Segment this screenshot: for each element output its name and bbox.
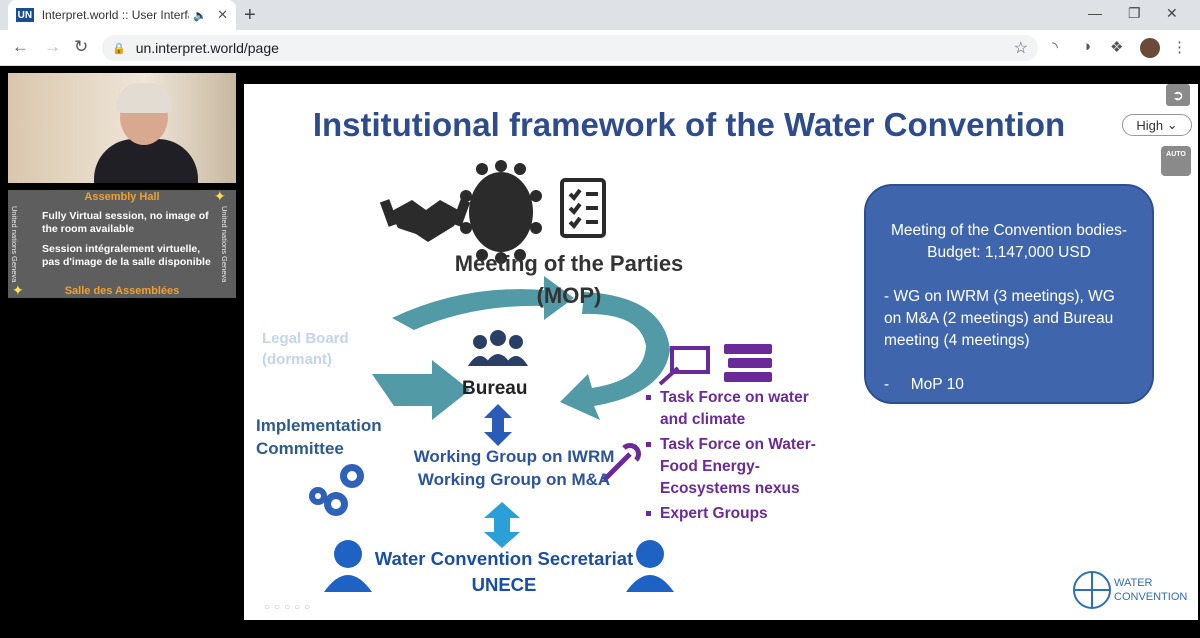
extension-arc-icon[interactable]: ◝ [1052,39,1058,56]
wrench-icon [602,443,641,482]
gears-icon [309,464,364,516]
slide-title: Institutional framework of the Water Con… [312,106,1066,143]
new-tab-button[interactable]: + [244,4,256,26]
wg-line1: Working Group on IWRM [413,447,615,466]
tab-strip: UN Interpret.world :: User Interfa 🔈 ✕ +… [0,0,1200,30]
checklist-icon [560,178,606,238]
budget-line4: - MoP 10 [884,376,964,393]
presentation-board-icon [658,346,710,386]
hall-side-text-left: United nations Geneva [10,205,19,283]
diagram-graphics [309,160,1111,609]
task-force-list: Task Force on water and climate Task For… [644,387,824,528]
teal-arrow-top [392,276,574,330]
water-convention-logo-text: WATER CONVENTION [1114,576,1187,604]
hall-title-fr: Salle des Assemblées [64,285,180,297]
legal-board-label: Legal Board (dormant) [262,328,349,370]
back-button[interactable]: ← [12,37,29,56]
presentation-slide: Institutional framework of the Water Con… [244,84,1198,620]
budget-line1: Meeting of the Convention bodies- [890,222,1128,239]
implementation-committee-label: Implementation Committee [256,414,382,460]
hall-notice-fr: Session intégralement virtuelle, pas d'i… [42,243,211,268]
teal-arrow-left [372,360,470,420]
sparkle-icon: ✦ [214,190,226,204]
quality-value: High [1136,117,1164,133]
browser-toolbar: ← → ↻ 🔒 un.interpret.world/page ☆ ◝ ◑ ❖ … [0,30,1200,66]
impl-line1: Implementation [256,416,382,435]
wg-line2: Working Group on M&A [417,470,611,489]
quality-select[interactable]: High ⌄ [1122,114,1192,136]
blue-double-arrow-upper [484,404,512,446]
mop-label: Meeting of the Parties (MOP) [344,248,794,312]
books-stack-icon [724,344,772,382]
profile-avatar[interactable] [1140,38,1160,58]
handshake-icon [379,199,471,242]
reload-button[interactable]: ↻ [74,37,89,56]
support-agent-icon [324,540,372,592]
meeting-table-icon [460,160,542,264]
legal-line1: Legal Board [262,330,349,347]
forward-button[interactable]: → [44,37,61,56]
address-bar[interactable]: 🔒 un.interpret.world/page ☆ [102,35,1038,61]
impl-line2: Committee [256,439,344,458]
un-favicon-icon: UN [16,8,34,22]
auto-button[interactable]: AUTO [1161,146,1191,176]
sec-line2: UNECE [471,574,537,595]
hall-notice-en: Fully Virtual session, no image of the r… [42,210,209,235]
water-convention-logo-icon [1073,571,1111,609]
restore-button[interactable]: ❐ [1128,5,1141,21]
mop-line2: (MOP) [536,283,602,308]
extensions-puzzle-icon[interactable]: ❖ [1110,39,1124,56]
logo-line2: CONVENTION [1114,591,1188,603]
hall-title-en: Assembly Hall [84,191,160,203]
hall-side-text-right: United nations Geneva [220,205,229,283]
extension-circle-icon[interactable]: ◑ [1082,38,1092,55]
list-item: Expert Groups [644,503,824,525]
support-agent-icon [626,540,674,592]
budget-line3: - WG on IWRM (3 meetings), WG on M&A (2 … [884,288,1115,349]
logo-line1: WATER [1114,577,1153,589]
speaker-body [94,139,198,183]
secretariat-label: Water Convention Secretariat UNECE [354,546,654,598]
sec-line1: Water Convention Secretariat [374,548,634,569]
list-item: Task Force on water and climate [644,387,824,431]
people-group-icon [468,330,528,366]
blue-double-arrow-lower [484,502,520,548]
mop-line1: Meeting of the Parties [454,251,684,276]
budget-box: Meeting of the Convention bodies- Budget… [864,184,1154,404]
lock-icon: 🔒 [112,42,126,55]
speaker-icon[interactable]: 🔈 [193,9,208,22]
bureau-label: Bureau [462,378,528,399]
browser-tab[interactable]: UN Interpret.world :: User Interfa 🔈 ✕ [8,0,236,30]
sparkle-icon: ✦ [12,282,24,298]
budget-line2: Budget: 1,147,000 USD [927,244,1091,261]
speaker-hair [116,83,172,113]
working-groups-label: Working Group on IWRM Working Group on M… [374,445,654,491]
interpreter-video [8,73,236,183]
teal-arrow-right [560,292,670,420]
tab-title: Interpret.world :: User Interfa [41,8,190,22]
list-item: Task Force on Water-Food Energy-Ecosyste… [644,434,824,500]
url-text: un.interpret.world/page [135,40,279,56]
exit-fullscreen-button[interactable]: ➲ [1166,84,1190,106]
hall-notice-panel: United nations Geneva United nations Gen… [8,190,236,298]
menu-dots-icon[interactable]: ⋮ [1172,39,1187,56]
bookmark-star-icon[interactable]: ☆ [1013,40,1028,57]
legal-line2: (dormant) [262,351,332,368]
close-tab-icon[interactable]: ✕ [217,7,228,22]
chevron-down-icon: ⌄ [1166,117,1178,132]
minimize-button[interactable]: — [1088,5,1102,21]
presentation-tools[interactable]: ○○○○○ [264,602,315,613]
close-window-button[interactable]: ✕ [1166,5,1178,21]
